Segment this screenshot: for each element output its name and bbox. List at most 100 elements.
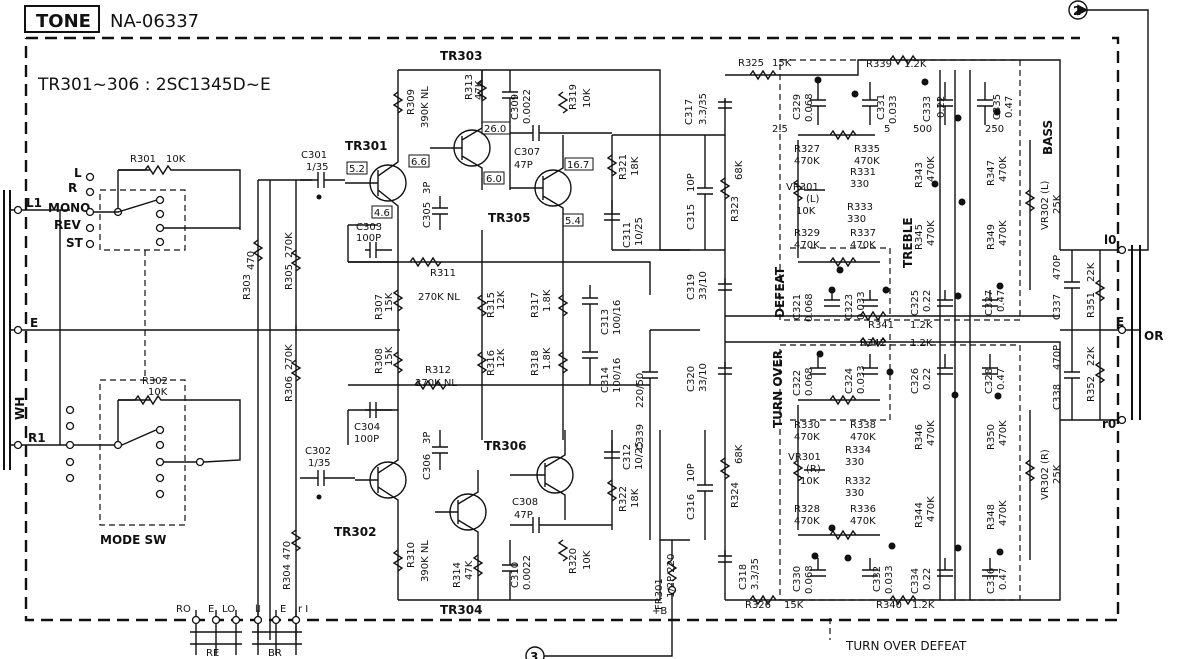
l0-label: l0 <box>1104 233 1116 247</box>
c316-value: 10P <box>686 463 697 482</box>
r318-value: 1.8K <box>542 347 553 370</box>
r310-value: 390K NL <box>420 540 431 582</box>
tr302-label: TR302 <box>334 525 376 539</box>
r330-value: 470K <box>794 432 820 443</box>
r329-ref: R329 <box>794 228 820 239</box>
r336-ref: R336 <box>850 504 876 515</box>
c331-ref: C331 <box>876 94 887 120</box>
c335-ref: C335 <box>992 94 1003 120</box>
r314-ref: R314 <box>452 562 463 588</box>
c337-ref: C337 <box>1052 294 1063 320</box>
c318-ref: C318 <box>738 564 749 590</box>
r328-value: 470K <box>794 516 820 527</box>
connector-3-label: 3 <box>530 650 538 659</box>
c308-ref: C308 <box>512 497 538 508</box>
c309-value: 0.0022 <box>522 89 533 124</box>
tr306: TR306 <box>484 430 574 520</box>
r311-ref: R311 <box>430 268 456 279</box>
r1-label: R1 <box>28 431 46 445</box>
supply-label: +B <box>652 606 667 617</box>
c304-ref: C304 <box>354 422 380 433</box>
c306-value: 3P <box>422 432 433 444</box>
c308-value: 47P <box>514 510 533 521</box>
c326-value: 0.22 <box>922 368 933 390</box>
connector-2: 2 <box>1068 0 1149 251</box>
r350-value: 470K <box>998 420 1009 446</box>
c335-value: 0.47 <box>1004 96 1015 118</box>
c338-ref: C338 <box>1052 384 1063 410</box>
c314-ref: C314 <box>600 367 611 393</box>
r326-value: 15K <box>784 600 804 611</box>
r311-value: 270K NL <box>418 292 460 303</box>
r320-value: 10K <box>582 550 593 570</box>
r349-value: 470K <box>998 220 1009 246</box>
turn-over-label: TURN OVER <box>771 350 785 428</box>
c333-ref: C333 <box>922 96 933 122</box>
r317-value: 1.8K <box>542 289 553 312</box>
vr301-r-ref: VR301 <box>788 452 821 463</box>
r303-value: 470 <box>246 251 257 270</box>
c313-ref: C313 <box>600 309 611 335</box>
r352-value: 22K <box>1086 346 1097 366</box>
tr304-label: TR304 <box>440 603 482 617</box>
c319-ref: C319 <box>686 274 697 300</box>
r324-value: 68K <box>734 444 745 464</box>
board-outline <box>24 36 1120 622</box>
vr302-r-value: 25K <box>1052 464 1063 484</box>
r322-value: 18K <box>630 488 641 508</box>
r323-value: 68K <box>734 160 745 180</box>
bottom-turnover-defeat-label: TURN OVER DEFEAT <box>845 639 967 653</box>
r325-ref: R325 <box>738 58 764 69</box>
r340-value: 1.2K <box>912 600 935 611</box>
c327-value: 0.47 <box>996 290 1007 312</box>
c305-value: 3P <box>422 182 433 194</box>
c330-value: 0.068 <box>804 565 815 594</box>
r343-ref: R343 <box>914 162 925 188</box>
c321-ref: C321 <box>792 294 803 320</box>
r310-ref: R310 <box>406 542 417 568</box>
c326-ref: C326 <box>910 368 921 394</box>
c329-value: 0.068 <box>804 93 815 122</box>
r327-ref: R327 <box>794 144 820 155</box>
c301-ref: C301 <box>301 150 327 161</box>
r340-ref: R340 <box>876 600 902 611</box>
mode-switch-contacts-top <box>85 169 240 249</box>
r305-ref: R305 <box>284 264 295 290</box>
l1-label: L1 <box>26 196 42 210</box>
r306-value: 270K <box>284 344 295 370</box>
fr301-ref: FR301 <box>654 578 665 610</box>
mode-switch[interactable]: L R MONO REV ST MODE SW <box>48 166 240 547</box>
r317-ref: R317 <box>530 292 541 318</box>
c325-ref: C325 <box>910 290 921 316</box>
c306-ref: C306 <box>422 454 433 480</box>
c334-value: 0.22 <box>922 568 933 590</box>
c325-value: 0.22 <box>922 290 933 312</box>
r333-ref: R333 <box>847 202 873 213</box>
r331-value: 330 <box>850 179 869 190</box>
r344-ref: R344 <box>914 502 925 528</box>
c305-ref: C305 <box>422 202 433 228</box>
mode-pos-mono: MONO <box>48 201 90 215</box>
r332-value: 330 <box>845 488 864 499</box>
c303-ref: C303 <box>356 222 382 233</box>
vr301-r-value: 10K <box>800 476 820 487</box>
r339-ref: R339 <box>866 59 892 70</box>
r319-value: 10K <box>582 88 593 108</box>
c331-value: 0.033 <box>888 95 899 124</box>
l0-terminal <box>1117 245 1127 255</box>
connector-2-label: 2 <box>1073 4 1081 18</box>
c321-value: 0.068 <box>804 293 815 322</box>
defeat-label: DEFEAT <box>773 266 787 318</box>
r316-value: 12K <box>496 348 507 368</box>
li-label: lI <box>255 604 261 615</box>
tr305-vc: 16.7 <box>567 160 589 171</box>
bl-e-label: E <box>208 604 214 615</box>
c318-value: 3.3/35 <box>750 558 761 590</box>
c310-ref: C310 <box>510 562 521 588</box>
mode-pos-l: L <box>74 166 82 180</box>
r341-value: 1.2K <box>910 320 933 331</box>
r316-ref: R316 <box>486 350 497 376</box>
r311: R311 270K NL <box>409 256 460 303</box>
vr301-l-ref: VR301 <box>786 182 819 193</box>
